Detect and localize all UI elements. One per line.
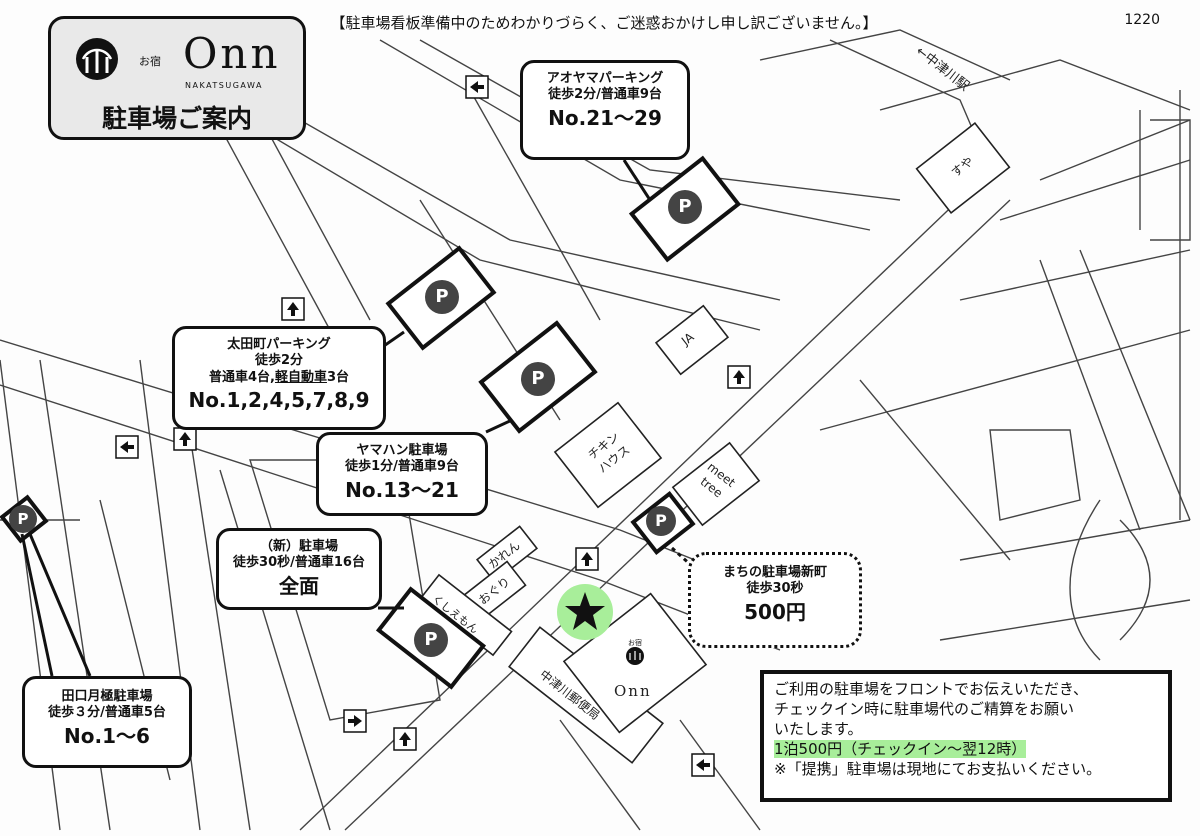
label-onn-prefix: お宿 (628, 639, 642, 647)
callout-aoyama[interactable]: アオヤマパーキング 徒歩2分/普通車9台 No.21〜29 (520, 60, 690, 160)
yamahan-numbers: No.13〜21 (345, 477, 459, 502)
onn-logo-icon (76, 38, 118, 80)
callout-machi[interactable]: まちの駐車場新町 徒歩30秒 500円 (688, 552, 862, 648)
parking-icon-taguchi[interactable]: P (9, 505, 37, 533)
aoyama-name: アオヤマパーキング (546, 71, 664, 86)
machi-name: まちの駐車場新町 (722, 565, 827, 580)
callout-taguchi[interactable]: 田口月極駐車場 徒歩３分/普通車5台 No.1〜6 (22, 676, 192, 768)
brand-prefix: お宿 (139, 55, 161, 68)
page-number: 1220 (1124, 12, 1160, 28)
yamahan-name: ヤマハン駐車場 (356, 443, 448, 458)
info-line-5: ※「提携」駐車場は現地にてお支払いください。 (774, 759, 1102, 778)
brand-box: お宿 Onn NAKATSUGAWA 駐車場ご案内 (48, 16, 306, 140)
machi-detail: 徒歩30秒 (746, 581, 804, 597)
parking-icon-yamahan[interactable]: P (521, 362, 555, 396)
parking-icon-aoyama[interactable]: P (668, 190, 702, 224)
shin-detail: 徒歩30秒/普通車16台 (233, 555, 365, 571)
info-box: ご利用の駐車場をフロントでお伝えいただき、 チェックイン時に駐車場代のご精算をお… (760, 670, 1172, 802)
taguchi-numbers: No.1〜6 (64, 723, 150, 748)
brand-location: NAKATSUGAWA (185, 81, 263, 90)
otacho-walk: 徒歩2分 (254, 353, 304, 369)
star-icon (565, 592, 605, 630)
shin-numbers: 全面 (279, 573, 319, 598)
info-price-line: 1泊500円（チェックイン〜翌12時） (774, 739, 1027, 758)
parking-icon-shin[interactable]: P (414, 623, 448, 657)
page-title: 駐車場ご案内 (101, 104, 252, 133)
callout-yamahan[interactable]: ヤマハン駐車場 徒歩1分/普通車9台 No.13〜21 (316, 432, 488, 516)
shin-name: （新）駐車場 (259, 539, 338, 554)
parking-icon-machi[interactable]: P (646, 506, 676, 536)
info-line-2: チェックイン時に駐車場代のご精算をお願い (774, 699, 1075, 718)
info-line-1: ご利用の駐車場をフロントでお伝えいただき、 (774, 680, 1088, 698)
info-line-3: いたします。 (774, 719, 863, 738)
taguchi-name: 田口月極駐車場 (61, 689, 153, 704)
notice-text: 【駐車場看板準備中のためわかりづらく、ご迷惑おかけし申し訳ございません。】 (330, 14, 878, 32)
aoyama-numbers: No.21〜29 (548, 105, 662, 130)
brand-name: Onn (183, 29, 281, 78)
taguchi-detail: 徒歩３分/普通車5台 (48, 705, 166, 721)
callout-otacho[interactable]: 太田町パーキング 徒歩2分 普通車4台,軽自動車3台 No.1,2,4,5,7,… (172, 326, 386, 430)
aoyama-detail: 徒歩2分/普通車9台 (548, 87, 662, 103)
otacho-detail-a: 普通車4台, (208, 369, 275, 385)
otacho-detail-c: 3台 (326, 369, 350, 385)
otacho-detail-b: 軽自動車 (274, 369, 327, 385)
machi-price: 500円 (744, 599, 806, 624)
parking-icon-otacho[interactable]: P (425, 280, 459, 314)
otacho-name: 太田町パーキング (227, 337, 331, 352)
label-onn: Onn (614, 682, 652, 700)
callout-shin[interactable]: （新）駐車場 徒歩30秒/普通車16台 全面 (216, 528, 382, 610)
otacho-numbers: No.1,2,4,5,7,8,9 (188, 387, 370, 412)
yamahan-detail: 徒歩1分/普通車9台 (345, 459, 459, 475)
